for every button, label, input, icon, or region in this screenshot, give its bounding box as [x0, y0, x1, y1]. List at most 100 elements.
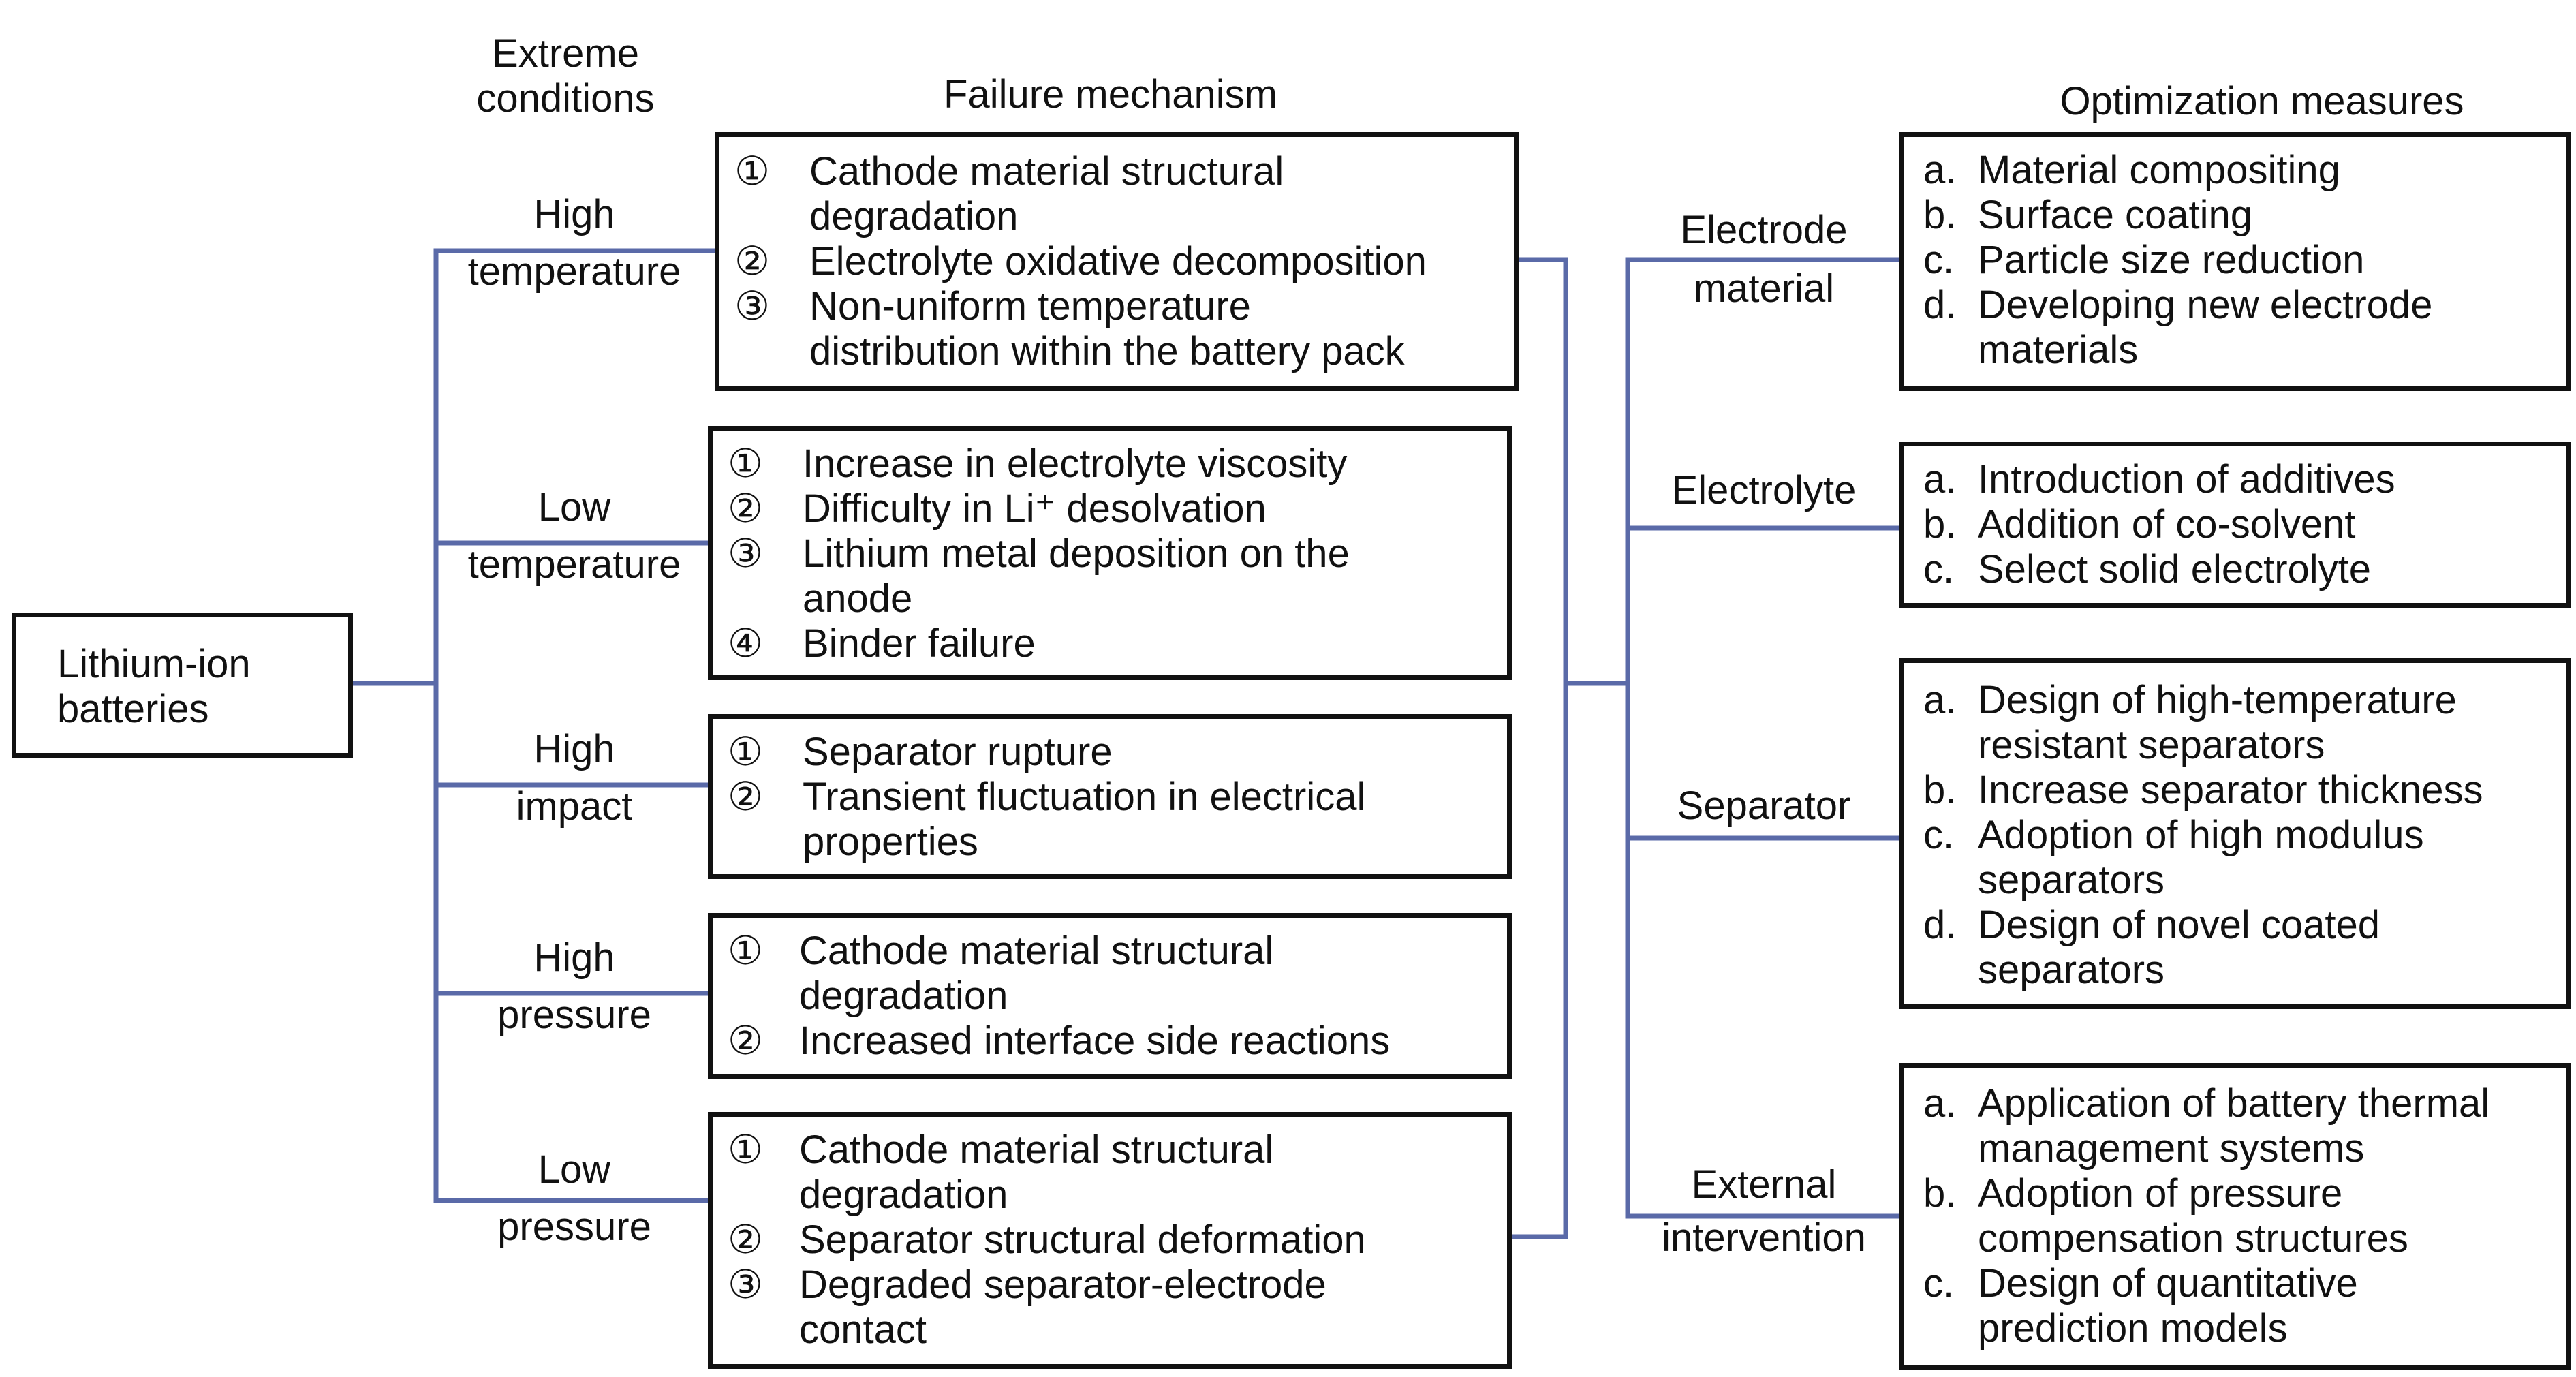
mechanism-item: ② Increased interface side reactions — [728, 1019, 1507, 1064]
mechanism-line: Separator structural deformation — [799, 1218, 1366, 1262]
measure-mark: b. — [1923, 768, 1957, 812]
measure-line: Particle size reduction — [1978, 238, 2365, 282]
mechanism-mark: ① — [728, 1128, 763, 1172]
measure-line: Application of battery thermal — [1978, 1081, 2490, 1126]
mechanism-line: properties — [803, 820, 978, 864]
mechanism-line: contact — [799, 1308, 927, 1352]
category-label-electrolyte: Electrolyte — [1628, 468, 1900, 513]
mechanism-line: Binder failure — [803, 621, 1036, 666]
mechanism-mark: ① — [734, 149, 770, 194]
mechanism-line: Non-uniform temperature — [809, 284, 1251, 328]
measure-line: compensation structures — [1978, 1216, 2408, 1260]
condition-line: High — [533, 727, 615, 771]
measure-line: Introduction of additives — [1978, 457, 2395, 501]
mechanism-line: Separator rupture — [803, 730, 1113, 774]
mechanism-mark: ② — [728, 775, 763, 819]
mechanism-item: ② Electrolyte oxidative decomposition — [734, 239, 1514, 284]
mechanism-line: anode — [803, 576, 913, 621]
measure-mark: c. — [1923, 547, 1955, 591]
measure-line: Addition of co-solvent — [1978, 502, 2356, 546]
measure-line: Increase separator thickness — [1978, 768, 2483, 812]
mechanism-line: Cathode material structural — [799, 929, 1274, 973]
measure-line: separators — [1978, 858, 2165, 902]
condition-label-high-pressure: High pressure — [436, 935, 713, 1038]
condition-line: pressure — [497, 1205, 651, 1249]
category-label-electrode-material: Electrode material — [1628, 208, 1900, 311]
measure-line: prediction models — [1978, 1306, 2288, 1350]
condition-label-low-temperature: Low temperature — [436, 485, 713, 587]
mechanism-line: Difficulty in Li⁺ desolvation — [803, 486, 1267, 531]
measure-mark: b. — [1923, 193, 1957, 237]
measure-line: Design of quantitative — [1978, 1261, 2358, 1305]
measure-item: b. Surface coating — [1923, 193, 2566, 238]
category-label-external-intervention: External intervention — [1628, 1162, 1900, 1260]
category-label-separator: Separator — [1628, 784, 1900, 829]
mechanism-line: Cathode material structural — [809, 149, 1284, 194]
measure-item: c. Particle size reduction — [1923, 238, 2566, 283]
mechanism-line: Electrolyte oxidative decomposition — [809, 239, 1427, 283]
header-failure-mechanism: Failure mechanism — [944, 72, 1277, 117]
mechanism-line: distribution within the battery pack — [809, 329, 1405, 373]
mechanism-mark: ① — [728, 730, 763, 774]
measure-mark: d. — [1923, 283, 1957, 327]
condition-line: Low — [538, 1147, 611, 1192]
measure-item: b. Increase separator thickness — [1923, 768, 2566, 813]
measure-item: b.Addition of co-solvent — [1923, 502, 2566, 547]
mechanism-mark: ② — [728, 1218, 763, 1262]
mechanism-line: degradation — [809, 194, 1019, 238]
mechanism-line: Cathode material structural — [799, 1128, 1274, 1172]
measure-mark: c. — [1923, 1261, 1955, 1305]
measure-mark: a. — [1923, 1081, 1957, 1126]
measure-line: Developing new electrode — [1978, 283, 2433, 327]
measure-line: Surface coating — [1978, 193, 2253, 237]
measure-item: a. Introduction of additives — [1923, 457, 2566, 502]
measure-line: Adoption of high modulus — [1978, 813, 2424, 857]
category-line: intervention — [1662, 1216, 1866, 1260]
measure-mark: d. — [1923, 903, 1957, 947]
category-line: Separator — [1677, 784, 1851, 828]
mechanism-mark: ② — [734, 239, 770, 283]
condition-line: impact — [516, 784, 633, 829]
mechanism-line: degradation — [799, 974, 1008, 1018]
mechanism-line: Lithium metal deposition on the — [803, 531, 1350, 576]
measure-mark: a. — [1923, 678, 1957, 722]
root-box: Lithium-ion batteries — [12, 613, 353, 758]
category-line: Electrolyte — [1671, 468, 1857, 512]
mechanism-mark: ① — [728, 442, 763, 486]
measure-mark: c. — [1923, 238, 1955, 282]
measure-line: Design of high-temperature — [1978, 678, 2457, 722]
mechanism-line: Transient fluctuation in electrical — [803, 775, 1366, 819]
mechanism-mark: ③ — [734, 284, 770, 328]
condition-line: High — [533, 192, 615, 236]
mechanism-line: Increased interface side reactions — [799, 1019, 1391, 1063]
mechanism-item: ① Separator rupture — [728, 730, 1507, 775]
measure-mark: a. — [1923, 457, 1957, 501]
measure-line: separators — [1978, 948, 2165, 992]
condition-line: temperature — [467, 249, 681, 294]
condition-label-high-temperature: High temperature — [436, 192, 713, 294]
condition-line: pressure — [497, 993, 651, 1037]
header-line: conditions — [476, 76, 655, 121]
header-optimization-measures: Optimization measures — [2060, 79, 2464, 123]
measure-line: Design of novel coated — [1978, 903, 2380, 947]
measure-line: materials — [1978, 328, 2139, 372]
measure-line: Select solid electrolyte — [1978, 547, 2372, 591]
measure-item: a.Material compositing — [1923, 148, 2566, 193]
header-extreme-conditions: Extreme conditions — [436, 31, 695, 121]
mechanism-mark: ② — [728, 1019, 763, 1063]
mechanism-item: ② Separator structural deformation — [728, 1218, 1507, 1263]
